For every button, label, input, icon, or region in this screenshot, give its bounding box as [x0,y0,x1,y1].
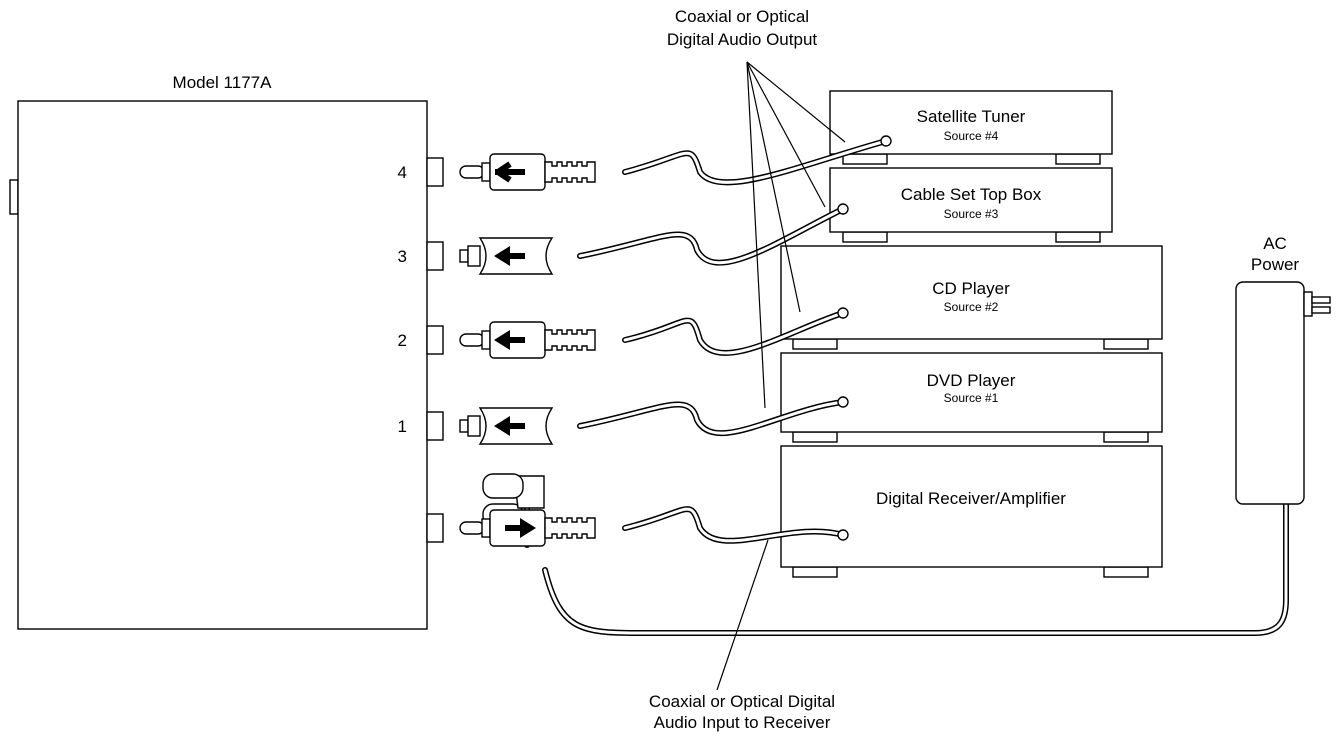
device-receiver-body [780,445,1163,568]
input-callout-line2: Audio Input to Receiver [654,713,831,732]
device-dvd: DVD Player Source #1 [780,352,1163,443]
port-label-4: 4 [398,163,407,182]
plug-port-2 [459,321,596,359]
device-dvd-name: DVD Player [927,371,1016,390]
device-dvd-source: Source #1 [944,391,999,405]
port-label-3: 3 [398,247,407,266]
main-unit: Model 1177A 4 3 2 1 [9,73,444,630]
device-cable-body [829,167,1113,233]
output-callout: Coaxial or Optical Digital Audio Output [667,7,846,409]
ac-adapter-prong-top [1311,296,1331,304]
device-dvd-body [780,352,1163,433]
port-4-jack [426,157,444,187]
plug-port-3 [459,237,553,275]
plug-output [459,473,596,548]
port-1-jack [426,411,444,441]
main-unit-side-tab [9,179,19,215]
port-2-jack [426,325,444,355]
device-cd: CD Player Source #2 [780,245,1163,350]
output-jack [426,513,444,543]
ac-adapter-prong-bottom [1311,306,1331,314]
output-callout-line2: Digital Audio Output [667,30,818,49]
device-satellite-name: Satellite Tuner [917,107,1026,126]
ac-adapter-body [1235,281,1305,505]
plug-end-receiver [837,529,849,541]
device-receiver-name: Digital Receiver/Amplifier [876,489,1066,508]
device-cable-source: Source #3 [944,207,999,221]
device-cd-name: CD Player [932,279,1010,298]
plug-end-cd [837,307,849,319]
device-satellite-source: Source #4 [944,129,999,143]
input-callout-line1: Coaxial or Optical Digital [649,692,835,711]
ac-adapter: AC Power [542,234,1331,636]
output-callout-line1: Coaxial or Optical [675,7,809,26]
device-cd-body [780,245,1163,340]
plug-end-cable [837,203,849,215]
power-label-line2: Power [1251,255,1300,274]
device-cable-name: Cable Set Top Box [901,185,1042,204]
port-label-2: 2 [398,331,407,350]
plug-port-4 [459,153,596,191]
plug-port-1 [459,407,553,445]
port-3-jack [426,241,444,271]
ac-adapter-plug-base [1303,291,1313,317]
main-unit-label: Model 1177A [173,73,273,92]
main-unit-body [17,100,428,630]
device-cd-source: Source #2 [944,300,999,314]
device-receiver: Digital Receiver/Amplifier [780,445,1163,578]
port-label-1: 1 [398,417,407,436]
input-callout: Coaxial or Optical Digital Audio Input t… [649,539,835,732]
plug-end-dvd [837,396,849,408]
plug-end-satellite [880,135,892,147]
cables [577,135,892,544]
power-label-line1: AC [1263,234,1287,253]
device-satellite: Satellite Tuner Source #4 [829,90,1113,165]
device-cable: Cable Set Top Box Source #3 [829,167,1113,243]
